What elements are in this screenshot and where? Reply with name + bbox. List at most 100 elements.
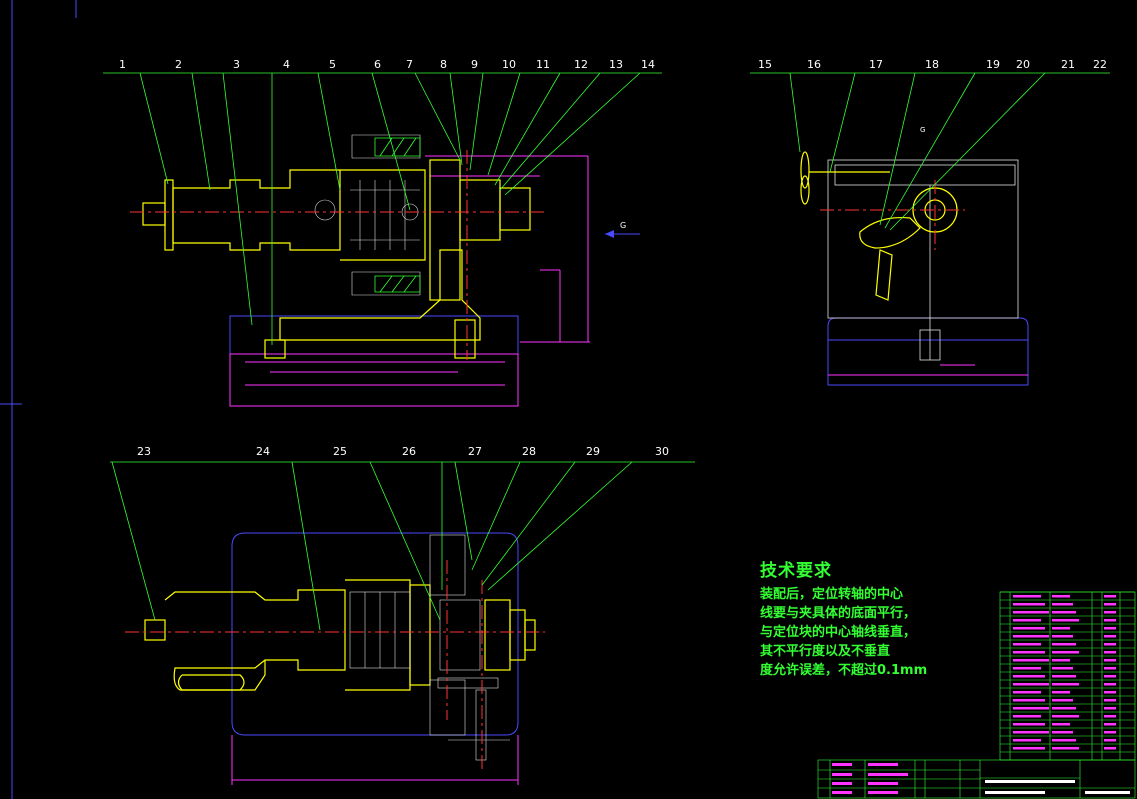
parts-list-cell-mark: [1104, 691, 1116, 694]
parts-list-cell-mark: [1104, 667, 1116, 670]
parts-list-cell-mark: [1052, 683, 1079, 686]
parts-list-cell-mark: [1104, 595, 1116, 598]
parts-list-cell-mark: [1052, 659, 1070, 662]
part-number-21: 21: [1061, 58, 1075, 71]
parts-list-cell-mark: [1013, 699, 1045, 702]
parts-list-cell-mark: [1104, 619, 1116, 622]
tech-req-line-1: 装配后，定位转轴的中心: [760, 587, 904, 602]
view-arrow-label: G: [620, 221, 626, 230]
parts-list-cell-mark: [1013, 723, 1045, 726]
parts-list-cell-mark: [1052, 627, 1070, 630]
parts-list-cell-mark: [1052, 723, 1070, 726]
part-number-18: 18: [925, 58, 939, 71]
tech-req-line-5: 度允许误差，不超过0.1mm: [760, 663, 928, 678]
part-number-29: 29: [586, 445, 600, 458]
part-number-5: 5: [329, 58, 336, 71]
parts-list-cell-mark: [1013, 667, 1041, 670]
tech-req-line-4: 其不平行度以及不垂直: [760, 644, 891, 659]
part-number-22: 22: [1093, 58, 1107, 71]
parts-list-cell-mark: [1013, 595, 1041, 598]
parts-list-cell-mark: [1104, 747, 1116, 750]
part-number-30: 30: [655, 445, 669, 458]
part-number-14: 14: [641, 58, 655, 71]
part-number-28: 28: [522, 445, 536, 458]
part-number-23: 23: [137, 445, 151, 458]
parts-list-cell-mark: [1052, 603, 1073, 606]
parts-list-table: [999, 591, 1136, 761]
parts-list-cell-mark: [1104, 699, 1116, 702]
parts-list-cell-mark: [1104, 723, 1116, 726]
view-arrow-g: G: [605, 221, 640, 238]
technical-requirements: 技术要求 装配后，定位转轴的中心 线要与夹具体的底面平行， 与定位块的中心轴线垂…: [760, 556, 927, 680]
technical-requirements-title: 技术要求: [760, 561, 832, 581]
part-number-6: 6: [374, 58, 381, 71]
parts-list-cell-mark: [1013, 619, 1041, 622]
parts-list-cell-mark: [1052, 651, 1079, 654]
part-number-8: 8: [440, 58, 447, 71]
parts-list-cell-mark: [1052, 691, 1070, 694]
parts-list-cell-mark: [1013, 675, 1045, 678]
part-number-3: 3: [233, 58, 240, 71]
part-number-25: 25: [333, 445, 347, 458]
part-number-13: 13: [609, 58, 623, 71]
parts-list-cell-mark: [1013, 651, 1045, 654]
part-number-26: 26: [402, 445, 416, 458]
parts-list-cell-mark: [1104, 731, 1116, 734]
parts-list-cell-mark: [1104, 643, 1116, 646]
part-number-12: 12: [574, 58, 588, 71]
part-number-4: 4: [283, 58, 290, 71]
parts-list-cell-mark: [1052, 715, 1079, 718]
parts-list-cell-mark: [1104, 739, 1116, 742]
parts-list-cell-mark: [1013, 747, 1045, 750]
parts-list-cell-mark: [1013, 627, 1045, 630]
view-mark-label: G: [920, 126, 925, 134]
top-view: [125, 532, 545, 785]
parts-list-cell-mark: [1052, 643, 1076, 646]
parts-list-cell-mark: [1052, 707, 1076, 710]
parts-list-cell-mark: [1052, 667, 1073, 670]
parts-list-cell-mark: [1104, 603, 1116, 606]
tech-req-line-2: 线要与夹具体的底面平行，: [760, 606, 917, 621]
part-number-10: 10: [502, 58, 516, 71]
parts-list-cell-mark: [1013, 715, 1041, 718]
parts-list-cell-mark: [1013, 603, 1045, 606]
parts-list-cell-mark: [1104, 651, 1116, 654]
parts-list-cell-mark: [1013, 683, 1049, 686]
drawing-frame: [0, 0, 77, 799]
part-number-1: 1: [119, 58, 126, 71]
parts-list-cell-mark: [1104, 675, 1116, 678]
side-view: G: [800, 126, 1029, 386]
parts-list-cell-mark: [1052, 731, 1073, 734]
parts-list-cell-mark: [1052, 699, 1073, 702]
parts-list-cell-mark: [1013, 659, 1049, 662]
part-number-24: 24: [256, 445, 270, 458]
parts-list-cell-mark: [1013, 643, 1041, 646]
leader-lines: [103, 72, 1110, 631]
part-number-9: 9: [471, 58, 478, 71]
parts-list-cell-mark: [1013, 739, 1041, 742]
part-number-17: 17: [869, 58, 883, 71]
parts-list-cell-mark: [1052, 739, 1076, 742]
part-number-7: 7: [406, 58, 413, 71]
parts-list-cell-mark: [1104, 635, 1116, 638]
parts-list-cell-mark: [1052, 595, 1070, 598]
parts-list-cell-mark: [1052, 619, 1079, 622]
parts-list-cell-mark: [1104, 611, 1116, 614]
part-number-16: 16: [807, 58, 821, 71]
part-number-15: 15: [758, 58, 772, 71]
tech-req-line-3: 与定位块的中心轴线垂直，: [760, 625, 917, 640]
title-block: [817, 759, 1136, 799]
part-number-2: 2: [175, 58, 182, 71]
part-number-20: 20: [1016, 58, 1030, 71]
parts-list-cell-mark: [1104, 707, 1116, 710]
parts-list-cell-mark: [1104, 683, 1116, 686]
part-number-11: 11: [536, 58, 550, 71]
parts-list-cell-mark: [1013, 691, 1041, 694]
parts-list-cell-mark: [1104, 715, 1116, 718]
parts-list-cell-mark: [1104, 659, 1116, 662]
parts-list-cell-mark: [1013, 635, 1049, 638]
